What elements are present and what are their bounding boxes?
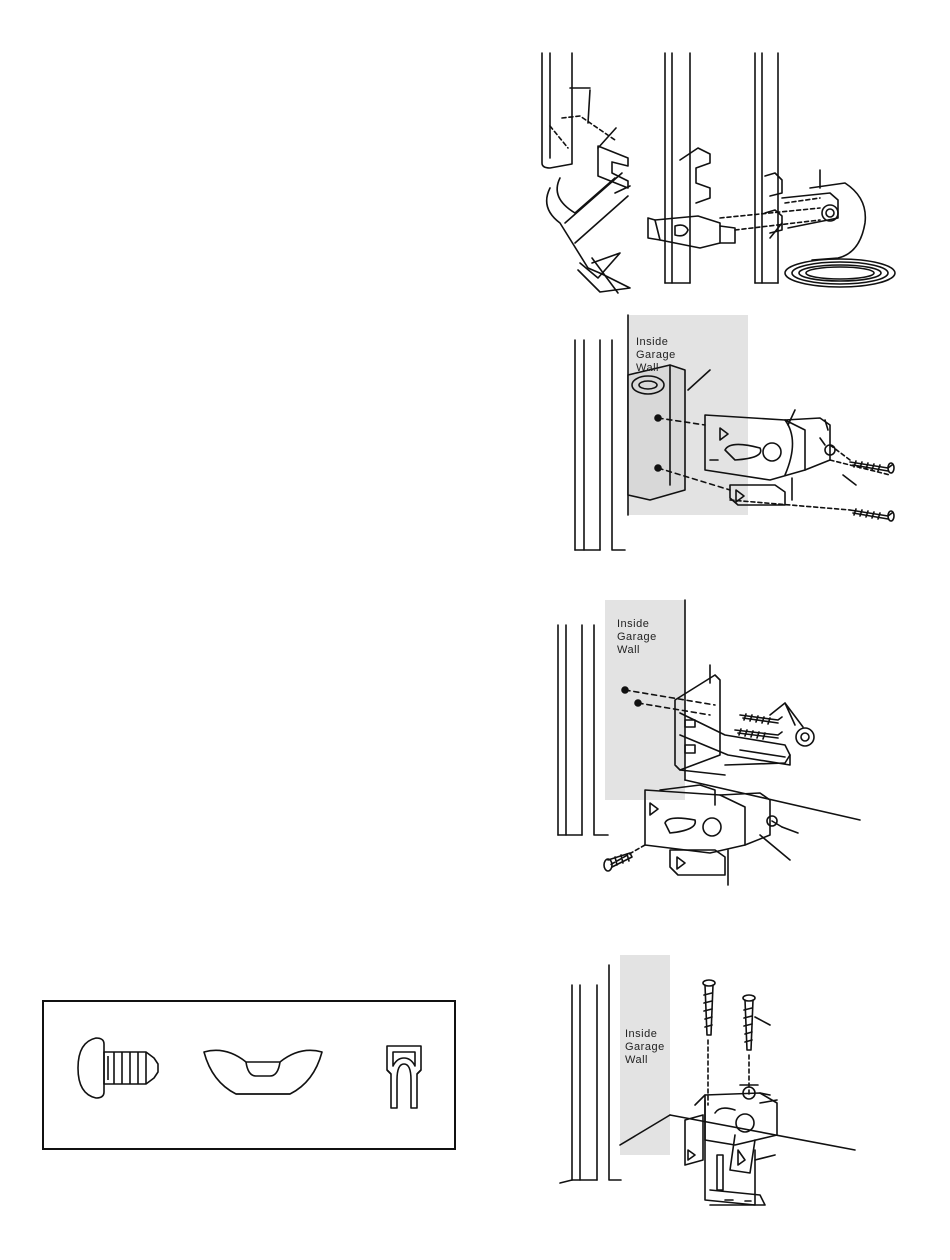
floor-bracket-side-tab [685,1115,703,1165]
door-track-rail [558,625,608,835]
sensor-assembly-figure [520,48,900,303]
door-track-rail [665,53,690,283]
door-track-rail [572,965,621,1180]
inside-garage-wall-label: Inside Garage Wall [617,618,657,657]
inside-garage-wall-label: Inside Garage Wall [636,336,676,375]
wood-block [628,365,685,500]
hex-nut [796,728,814,746]
carriage-bolt [604,853,632,871]
carriage-bolt-icon [74,1032,166,1104]
wall-label-line: Wall [617,644,657,657]
door-track-rail [755,53,778,283]
safety-sensor-body [810,170,865,260]
inside-garage-wall-label: Inside Garage Wall [625,1028,665,1067]
floor-bracket [705,1085,777,1205]
lag-screw [850,509,894,521]
lag-screw [703,980,715,1035]
door-track-rail [575,340,625,550]
safety-sensor-bracket [547,146,630,292]
wall-label-line: Inside [636,336,676,349]
hardware-shown-actual-size-box [42,1000,456,1150]
wall-label-line: Wall [636,362,676,375]
extension-bracket [675,675,790,775]
insulated-staple-icon [381,1040,427,1114]
floor-mount-figure [555,955,865,1215]
wall-label-line: Inside [625,1028,665,1041]
wing-nut-icon [196,1032,330,1106]
extension-bracket-figure [550,595,865,885]
lag-screw [743,995,755,1050]
sensor-wing-nut [820,438,835,455]
wall-label-line: Garage [636,349,676,362]
wall-label-line: Garage [625,1041,665,1054]
wall-label-line: Wall [625,1054,665,1067]
coiled-wire [785,259,895,287]
door-track-rail [542,53,572,168]
wall-label-line: Inside [617,618,657,631]
wall-mount-figure [560,310,900,555]
wall-label-line: Garage [617,631,657,644]
lag-screw [740,714,782,724]
